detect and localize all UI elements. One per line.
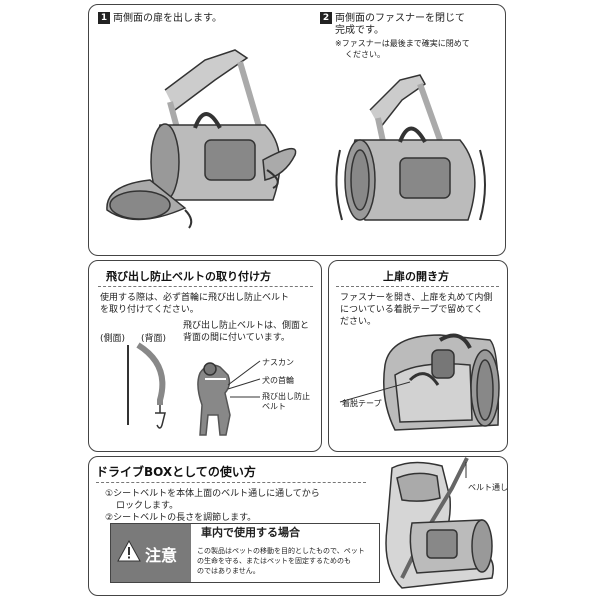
caution-word: 注意 (145, 546, 178, 565)
belt-illustration (127, 342, 261, 436)
belt-label-side: (側面) (100, 334, 126, 344)
belt-body: 使用する際は、必ず首輪に飛び出し防止ベルト を取り付けてください。 (100, 293, 290, 315)
drive-label-pass: ベルト通し (468, 483, 508, 492)
step-1-number: 1 (98, 12, 110, 24)
step-2-illustration (335, 74, 486, 221)
upper-door-title: 上扉の開き方 (383, 270, 449, 283)
caution-body: この製品はペットの移動を目的としたもので、ペット の生命を守る、またはペットを固… (197, 547, 365, 575)
drive-title: ドライブBOXとしての使い方 (96, 465, 256, 479)
belt-label-back: (背面) (141, 334, 167, 344)
upper-door-body: ファスナーを開き、上扉を丸めて内側 についている着脱テープで留めてく ださい。 (340, 293, 493, 327)
upper-door-label-tape: 着脱テープ (342, 399, 382, 408)
belt-label-collar: 犬の首輪 (262, 376, 294, 385)
drive-items: ①シートベルトを本体上面のベルト通しに通してから ロックします。 ②シートベルト… (105, 489, 320, 523)
belt-desc: 飛び出し防止ベルトは、側面と 背面の間に付いています。 (183, 321, 310, 343)
upper-door-divider (336, 286, 499, 287)
drive-divider (96, 482, 366, 483)
caution-box: 注意 車内で使用する場合 この製品はペットの移動を目的としたもので、ペット の生… (110, 523, 380, 583)
belt-title: 飛び出し防止ベルトの取り付け方 (106, 270, 271, 283)
step-1-illustration (106, 49, 297, 229)
step-2-note: ※ファスナーは最後まで確実に閉めて ください。 (335, 39, 470, 59)
belt-divider (98, 286, 313, 287)
caution-head: 車内で使用する場合 (201, 526, 300, 539)
upper-door-illustration (339, 333, 500, 431)
belt-label-belt: 飛び出し防止 ベルト (262, 392, 310, 411)
belt-label-snap: ナスカン (262, 358, 294, 367)
warning-triangle-icon (117, 539, 141, 562)
caution-header: 注意 (111, 524, 191, 582)
drive-illustration (385, 457, 494, 589)
step-2-number: 2 (320, 12, 332, 24)
